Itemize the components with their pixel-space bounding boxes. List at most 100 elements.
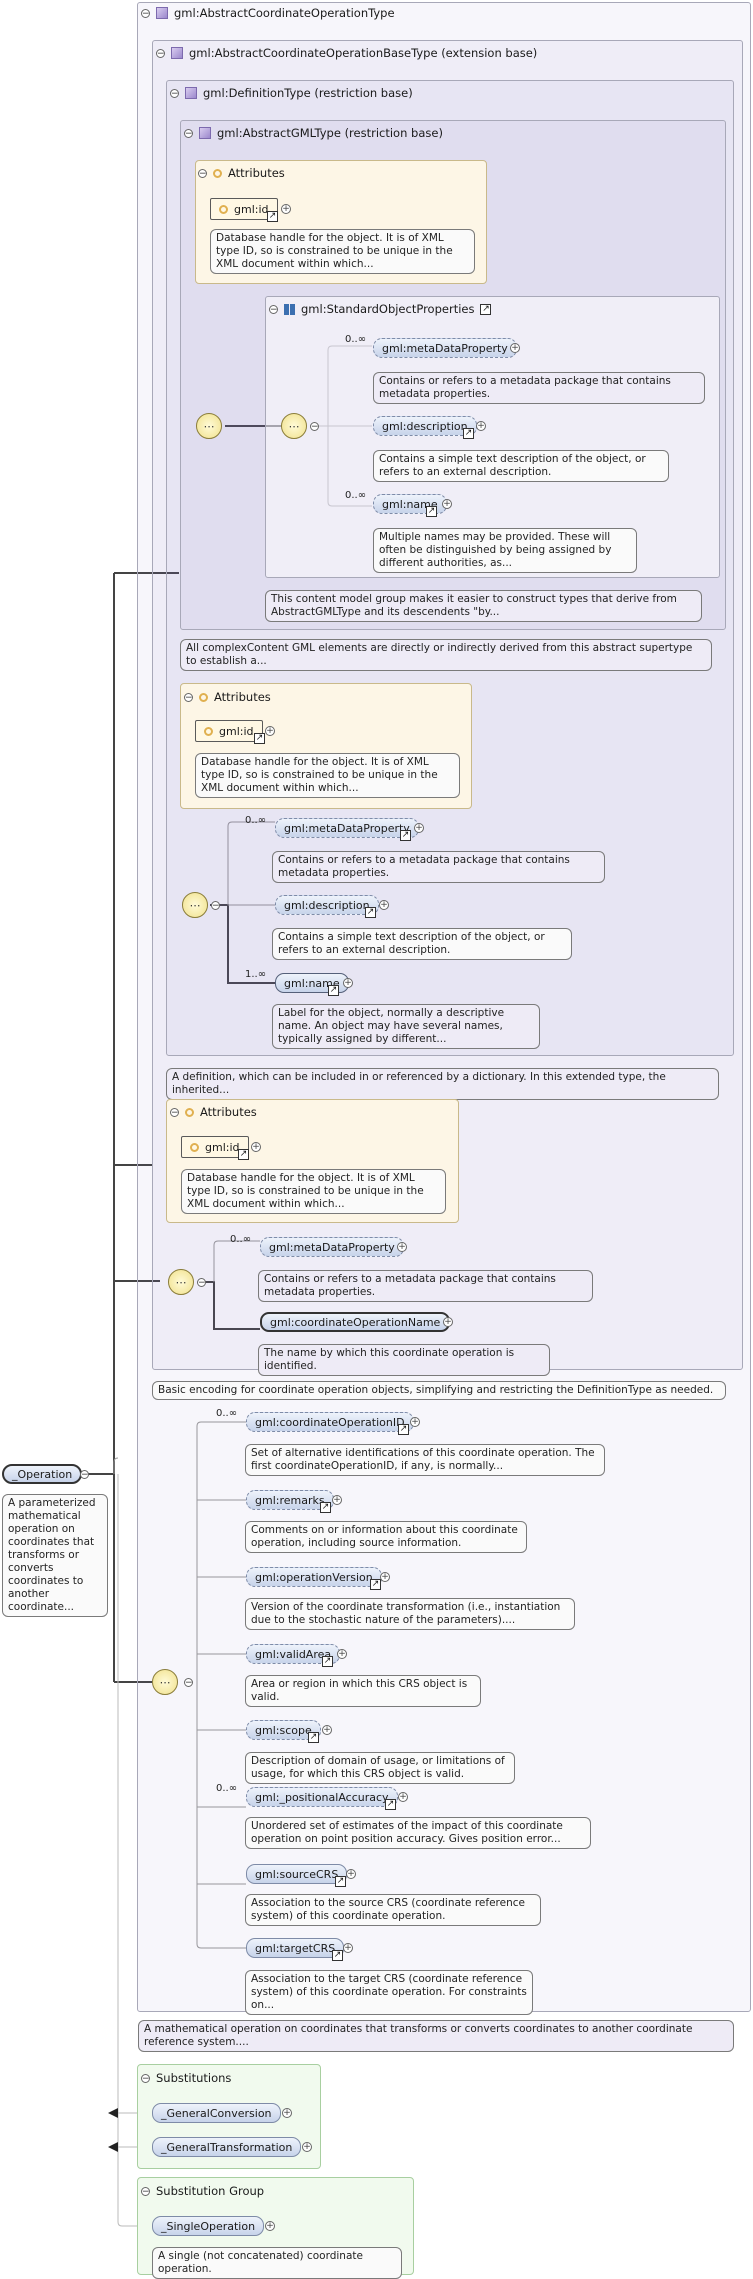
collapse-toggle-icon[interactable]: − — [310, 422, 319, 432]
attribute-gml-id[interactable]: gml:id — [181, 1136, 249, 1158]
expand-plus-icon[interactable]: + — [476, 421, 486, 431]
collapse-toggle-icon[interactable]: − — [211, 901, 220, 911]
expand-plus-icon[interactable]: + — [343, 1943, 353, 1953]
group-icon — [284, 303, 295, 315]
expand-plus-icon[interactable]: + — [343, 978, 353, 988]
complex-type-icon — [185, 87, 197, 99]
sequence-icon[interactable]: ⋯ — [281, 413, 307, 439]
attributes-header[interactable]: − Attributes — [170, 1105, 257, 1119]
element-source-crs[interactable]: gml:sourceCRS — [246, 1864, 348, 1884]
collapse-toggle-icon[interactable]: − — [198, 168, 207, 179]
link-arrow-icon[interactable]: ↗ — [308, 1732, 319, 1743]
expand-plus-icon[interactable]: + — [380, 1572, 390, 1582]
sequence-icon[interactable]: ⋯ — [182, 892, 208, 918]
expand-plus-icon[interactable]: + — [265, 726, 275, 736]
expand-plus-icon[interactable]: + — [442, 499, 452, 509]
link-arrow-icon[interactable]: ↗ — [370, 1579, 381, 1590]
attributes-header[interactable]: − Attributes — [198, 166, 285, 180]
element-description: Comments on or information about this co… — [245, 1521, 527, 1553]
expand-plus-icon[interactable]: + — [281, 204, 291, 214]
collapse-toggle-icon[interactable]: − — [170, 88, 179, 99]
substitutions-header[interactable]: − Substitutions — [141, 2071, 231, 2085]
substitution-group-header[interactable]: − Substitution Group — [141, 2184, 264, 2198]
collapse-toggle-icon[interactable]: − — [141, 2186, 150, 2197]
element-coordinate-operation-name[interactable]: gml:coordinateOperationName — [260, 1312, 451, 1332]
collapse-toggle-icon[interactable]: − — [80, 1470, 89, 1480]
element-name: gml:name — [382, 497, 438, 511]
expand-plus-icon[interactable]: + — [379, 900, 389, 910]
link-arrow-icon[interactable]: ↗ — [426, 506, 437, 517]
cardinality-label: 0..∞ — [345, 490, 367, 501]
collapse-toggle-icon[interactable]: − — [184, 1678, 193, 1688]
attributes-header[interactable]: − Attributes — [184, 690, 271, 704]
expand-plus-icon[interactable]: + — [397, 1242, 407, 1252]
sequence-icon[interactable]: ⋯ — [196, 413, 222, 439]
element-coordinate-operation-id[interactable]: gml:coordinateOperationID — [246, 1412, 414, 1432]
link-arrow-icon[interactable]: ↗ — [335, 1876, 346, 1887]
element-remarks[interactable]: gml:remarks — [246, 1490, 334, 1510]
expand-plus-icon[interactable]: + — [251, 1142, 261, 1152]
type-header-definition[interactable]: − gml:DefinitionType (restriction base) — [170, 86, 413, 100]
expand-plus-icon[interactable]: + — [332, 1495, 342, 1505]
link-arrow-icon[interactable]: ↗ — [267, 211, 278, 222]
element-metadataproperty[interactable]: gml:metaDataProperty — [275, 818, 419, 838]
type-header-abstract-coordinate-operation[interactable]: − gml:AbstractCoordinateOperationType — [141, 6, 395, 20]
expand-plus-icon[interactable]: + — [322, 1725, 332, 1735]
element-name: gml:metaDataProperty — [269, 1240, 395, 1254]
element-name: gml:description — [382, 419, 468, 433]
cardinality-label: 0..∞ — [345, 334, 367, 345]
link-arrow-icon[interactable]: ↗ — [480, 303, 492, 315]
link-arrow-icon[interactable]: ↗ — [320, 1502, 331, 1513]
link-arrow-icon[interactable]: ↗ — [332, 1950, 343, 1961]
link-arrow-icon[interactable]: ↗ — [365, 907, 376, 918]
collapse-toggle-icon[interactable]: − — [197, 1278, 206, 1288]
expand-plus-icon[interactable]: + — [510, 343, 520, 353]
collapse-toggle-icon[interactable]: − — [184, 128, 193, 139]
link-arrow-icon[interactable]: ↗ — [400, 830, 411, 841]
link-arrow-icon[interactable]: ↗ — [463, 428, 474, 439]
element-operation-version[interactable]: gml:operationVersion — [246, 1567, 382, 1587]
group-header-standard-object-properties[interactable]: − gml:StandardObjectProperties ↗ — [269, 302, 492, 316]
attribute-gml-id[interactable]: gml:id — [195, 720, 263, 742]
expand-plus-icon[interactable]: + — [302, 2142, 312, 2152]
substitution-group-single-operation[interactable]: _SingleOperation — [152, 2216, 265, 2236]
collapse-toggle-icon[interactable]: − — [156, 48, 165, 59]
expand-plus-icon[interactable]: + — [398, 1792, 408, 1802]
collapse-toggle-icon[interactable]: − — [269, 304, 278, 315]
collapse-toggle-icon[interactable]: − — [184, 692, 193, 703]
substitution-general-transformation[interactable]: _GeneralTransformation — [152, 2137, 302, 2157]
element-positional-accuracy[interactable]: gml:_positionalAccuracy — [246, 1787, 398, 1807]
element-description-field[interactable]: gml:description — [373, 416, 477, 436]
link-arrow-icon[interactable]: ↗ — [254, 733, 265, 744]
expand-plus-icon[interactable]: + — [282, 2108, 292, 2118]
element-valid-area[interactable]: gml:validArea — [246, 1644, 341, 1664]
sequence-icon[interactable]: ⋯ — [152, 1669, 178, 1695]
element-name: _GeneralConversion — [161, 2106, 272, 2120]
expand-plus-icon[interactable]: + — [265, 2221, 275, 2231]
substitution-general-conversion[interactable]: _GeneralConversion — [152, 2103, 281, 2123]
element-description-field[interactable]: gml:description — [275, 895, 379, 915]
element-metadataproperty[interactable]: gml:metaDataProperty — [373, 338, 517, 358]
element-scope[interactable]: gml:scope — [246, 1720, 321, 1740]
sequence-icon[interactable]: ⋯ — [168, 1269, 194, 1295]
type-header-abstract-gml[interactable]: − gml:AbstractGMLType (restriction base) — [184, 126, 443, 140]
element-metadataproperty[interactable]: gml:metaDataProperty — [260, 1237, 404, 1257]
link-arrow-icon[interactable]: ↗ — [322, 1656, 333, 1667]
expand-plus-icon[interactable]: + — [410, 1417, 420, 1427]
collapse-toggle-icon[interactable]: − — [141, 8, 150, 19]
expand-plus-icon[interactable]: + — [346, 1869, 356, 1879]
collapse-toggle-icon[interactable]: − — [170, 1107, 179, 1118]
collapse-toggle-icon[interactable]: − — [141, 2073, 150, 2084]
link-arrow-icon[interactable]: ↗ — [238, 1149, 249, 1160]
link-arrow-icon[interactable]: ↗ — [385, 1799, 396, 1810]
root-element-operation[interactable]: _Operation — [2, 1464, 83, 1484]
link-arrow-icon[interactable]: ↗ — [398, 1424, 409, 1435]
expand-plus-icon[interactable]: + — [414, 823, 424, 833]
expand-plus-icon[interactable]: + — [443, 1317, 453, 1327]
expand-plus-icon[interactable]: + — [337, 1649, 347, 1659]
attribute-gml-id[interactable]: gml:id — [210, 198, 278, 220]
link-arrow-icon[interactable]: ↗ — [328, 985, 339, 996]
element-target-crs[interactable]: gml:targetCRS — [246, 1938, 345, 1958]
element-name: gml:metaDataProperty — [284, 821, 410, 835]
type-header-base[interactable]: − gml:AbstractCoordinateOperationBaseTyp… — [156, 46, 537, 60]
